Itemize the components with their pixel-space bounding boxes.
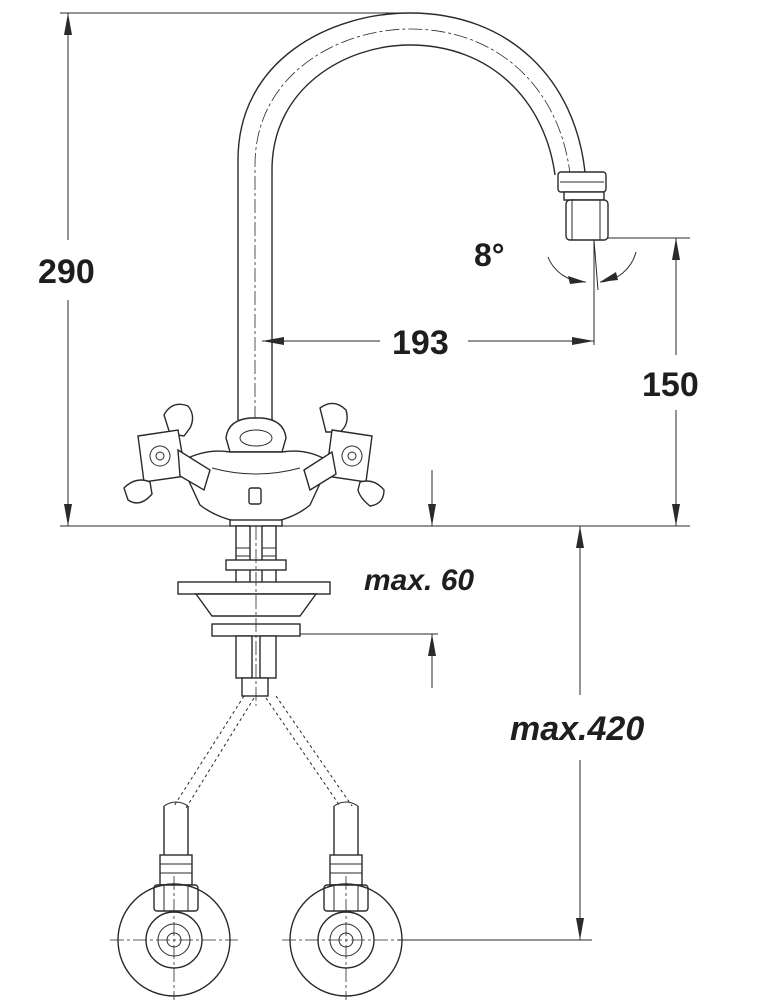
flex-hoses: [153, 695, 369, 912]
spout-height-label: 150: [642, 366, 699, 404]
left-handle: [123, 403, 211, 504]
hose-length-label: max.420: [510, 710, 644, 748]
dimension-lines: [60, 12, 690, 941]
faucet-spout: [237, 12, 609, 420]
total-height-label: 290: [38, 253, 95, 291]
mounting-assembly: [177, 525, 331, 706]
faucet-body: [179, 417, 331, 527]
right-handle: [303, 402, 385, 507]
spout-reach-label: 193: [392, 324, 449, 362]
deck-thickness-label: max. 60: [364, 564, 474, 597]
spout-angle-label: 8°: [474, 237, 505, 273]
right-angle-valve: [282, 876, 410, 1000]
left-angle-valve: [110, 876, 238, 1000]
